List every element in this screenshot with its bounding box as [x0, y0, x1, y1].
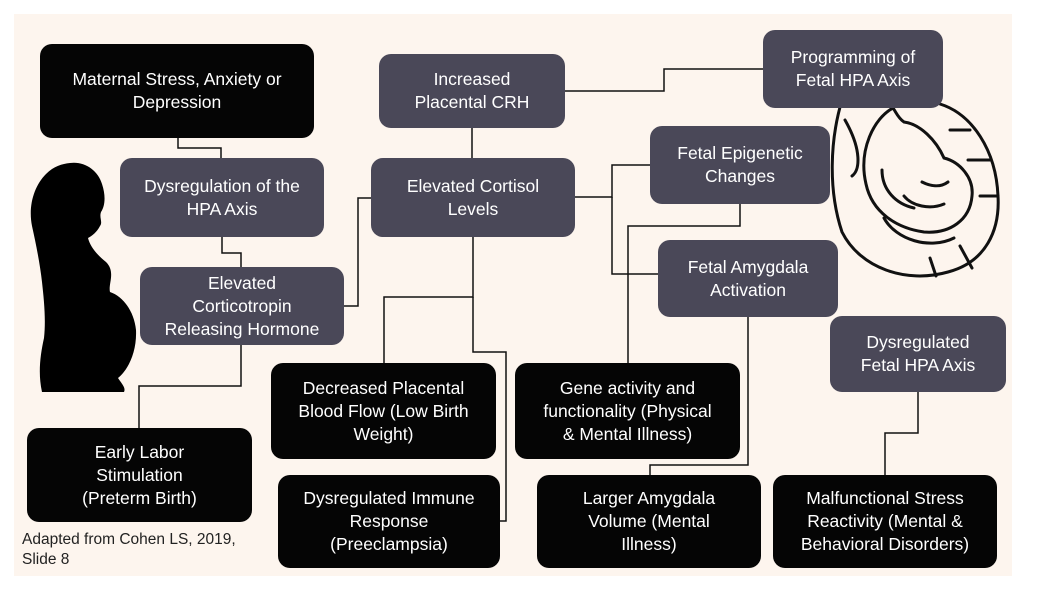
node-increased-placental-crh: Increased Placental CRH [379, 54, 565, 128]
source-credit: Adapted from Cohen LS, 2019, Slide 8 [22, 531, 236, 568]
node-fetal-epigenetic: Fetal Epigenetic Changes [650, 126, 830, 204]
node-elevated-crh-label: Elevated Corticotropin Releasing Hormone [164, 272, 320, 339]
node-dysregulated-immune: Dysregulated Immune Response (Preeclamps… [278, 475, 500, 568]
node-dysregulation-hpa: Dysregulation of the HPA Axis [120, 158, 324, 237]
node-malfunctional-stress-label: Malfunctional Stress Reactivity (Mental … [800, 488, 970, 554]
connector-cortisol-to-immune [472, 297, 507, 522]
node-gene-activity: Gene activity and functionality (Physica… [515, 363, 740, 459]
connector-crh-to-early-labor [138, 345, 242, 428]
connector-epigenetic-to-gene [627, 204, 741, 363]
connector-crh-to-cortisol [344, 197, 371, 307]
node-decreased-blood-flow-label: Decreased Placental Blood Flow (Low Birt… [298, 377, 469, 444]
node-larger-amygdala: Larger Amygdala Volume (Mental Illness) [537, 475, 761, 568]
node-larger-amygdala-label: Larger Amygdala Volume (Mental Illness) [582, 488, 716, 554]
node-elevated-crh: Elevated Corticotropin Releasing Hormone [140, 267, 344, 345]
pregnant-woman-silhouette-icon [30, 162, 137, 392]
node-dysregulated-immune-label: Dysregulated Immune Response (Preeclamps… [303, 488, 475, 554]
connector-increased-crh-to-programming [565, 68, 763, 92]
connector-amygdala-to-larger [649, 317, 749, 475]
connector-hpa-to-malfunctional [884, 392, 919, 475]
connector-dysregulation-to-crh [221, 237, 242, 267]
node-decreased-blood-flow: Decreased Placental Blood Flow (Low Birt… [271, 363, 496, 459]
connector-cortisol-to-amygdala [611, 197, 658, 275]
node-early-labor-label: Early Labor Stimulation (Preterm Birth) [82, 441, 197, 508]
node-fetal-amygdala-label: Fetal Amygdala Activation [687, 256, 809, 300]
connector-cortisol-to-blood-flow [383, 237, 474, 363]
node-maternal-stress-label: Maternal Stress, Anxiety or Depression [72, 69, 282, 112]
connector-stress-to-dysregulation [177, 138, 222, 158]
node-dysregulated-fetal-hpa: Dysregulated Fetal HPA Axis [830, 316, 1006, 392]
node-elevated-cortisol-label: Elevated Cortisol Levels [406, 175, 540, 219]
node-maternal-stress: Maternal Stress, Anxiety or Depression [40, 44, 314, 138]
node-malfunctional-stress: Malfunctional Stress Reactivity (Mental … [773, 475, 997, 568]
node-fetal-amygdala: Fetal Amygdala Activation [658, 240, 838, 317]
node-increased-placental-crh-label: Increased Placental CRH [414, 69, 530, 112]
node-gene-activity-label: Gene activity and functionality (Physica… [543, 377, 712, 444]
node-programming-fetal-hpa-label: Programming of Fetal HPA Axis [790, 47, 916, 90]
node-fetal-epigenetic-label: Fetal Epigenetic Changes [677, 143, 803, 186]
node-dysregulation-hpa-label: Dysregulation of the HPA Axis [144, 175, 300, 219]
node-early-labor: Early Labor Stimulation (Preterm Birth) [27, 428, 252, 522]
fetus-in-womb-icon [830, 98, 1000, 278]
node-programming-fetal-hpa: Programming of Fetal HPA Axis [763, 30, 943, 108]
node-elevated-cortisol: Elevated Cortisol Levels [371, 158, 575, 237]
node-dysregulated-fetal-hpa-label: Dysregulated Fetal HPA Axis [860, 332, 976, 375]
connector-cortisol-to-epigenetic [575, 164, 650, 198]
